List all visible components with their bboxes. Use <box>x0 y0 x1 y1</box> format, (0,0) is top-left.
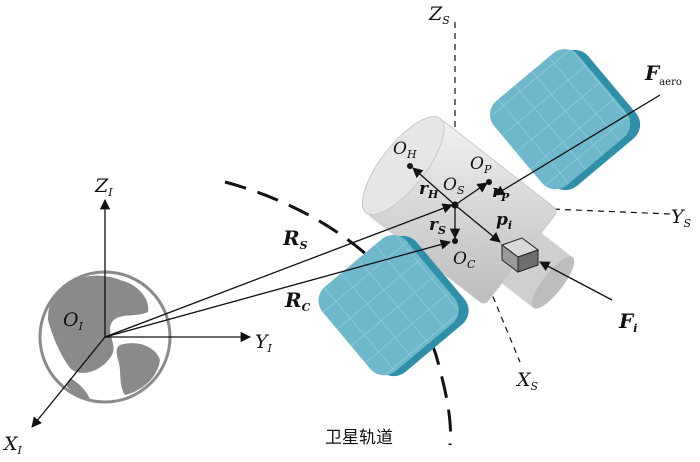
label-axis-zi: ZI <box>94 175 113 199</box>
label-axis-xs: XS <box>515 369 539 393</box>
label-axis-yi: YI <box>255 331 273 355</box>
label-vector-pi: pi <box>496 210 512 232</box>
label-point-op: OP <box>470 154 492 176</box>
point-os <box>451 201 459 209</box>
mass-element-cube <box>500 237 540 273</box>
vector-rs-line <box>104 203 453 338</box>
label-axis-xi: XI <box>2 433 23 457</box>
label-force-i: Fi <box>618 309 637 335</box>
label-point-oh: OH <box>393 139 417 161</box>
orbit-caption: 卫星轨道 <box>325 428 393 448</box>
label-axis-zs: ZS <box>428 3 450 27</box>
label-earth-origin: OI <box>63 309 84 333</box>
label-axis-ys: YS <box>671 206 692 230</box>
label-vector-rp: rP <box>492 182 510 204</box>
label-vector-rs-small: rS <box>429 215 446 237</box>
axis-xi-line <box>31 336 106 428</box>
solar-panel-top <box>490 49 641 191</box>
label-vector-rh: rH <box>419 179 439 201</box>
label-vector-rs: RS <box>282 226 308 252</box>
vector-pi-line <box>454 204 501 243</box>
label-point-oc: OC <box>453 249 476 271</box>
point-oc <box>452 238 458 244</box>
force-i-line <box>539 261 613 301</box>
force-aero-line <box>494 94 661 196</box>
label-vector-rc: RC <box>284 288 311 314</box>
vector-rp-line <box>454 182 488 206</box>
vector-rh-line <box>412 167 456 206</box>
label-sat-origin: OS <box>443 175 465 197</box>
point-op <box>486 179 492 185</box>
point-oh <box>407 163 413 169</box>
label-force-aero: Faero <box>644 61 682 88</box>
vector-rc-line <box>104 239 452 338</box>
solar-panel-bottom <box>318 235 469 377</box>
